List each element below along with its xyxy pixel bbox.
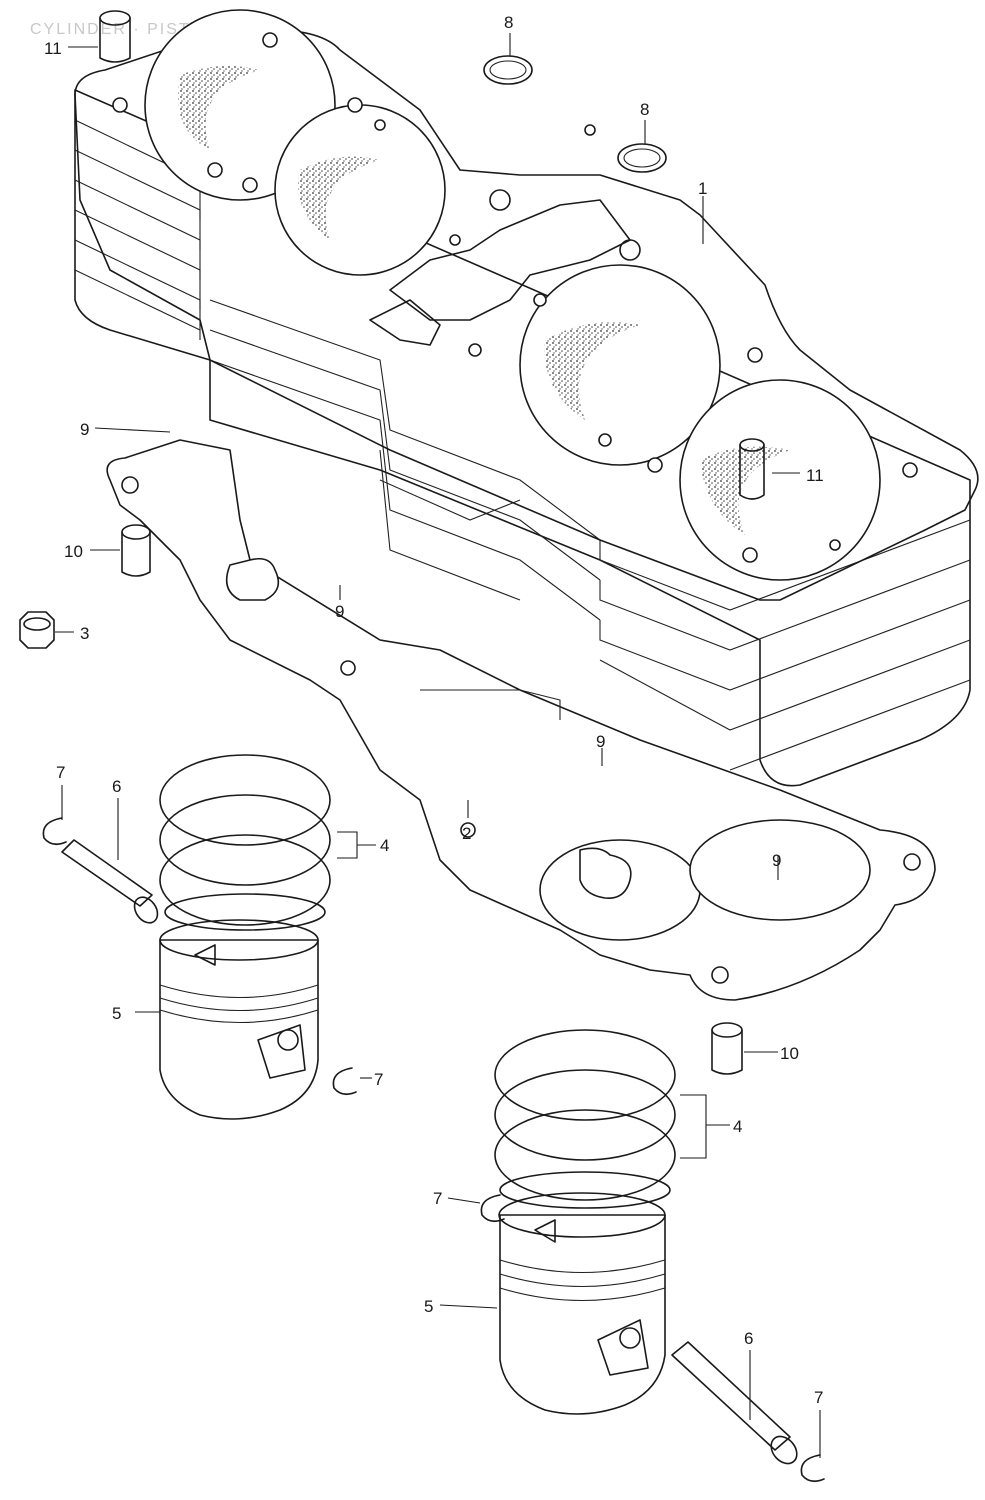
callout-10-left: 10 <box>64 542 83 561</box>
leader-lines <box>55 33 821 1458</box>
circlip-upper-left <box>42 817 67 846</box>
callout-6-b: 6 <box>744 1329 753 1348</box>
callout-5-b: 5 <box>424 1297 433 1316</box>
callout-9-left: 9 <box>80 420 89 439</box>
circlip-upper-right <box>332 1067 357 1096</box>
callout-7-d: 7 <box>814 1388 823 1407</box>
callout-4-a: 4 <box>380 836 389 855</box>
callout-9-center: 9 <box>596 732 605 751</box>
callout-1: 1 <box>698 179 707 198</box>
callout-3: 3 <box>80 624 89 643</box>
callout-10-right: 10 <box>780 1044 799 1063</box>
callouts: 11 8 8 1 9 11 10 3 9 9 2 9 7 6 4 5 7 10 … <box>44 13 824 1407</box>
piston-rings-upper <box>159 754 331 931</box>
cylinder-block <box>74 9 979 787</box>
callout-2: 2 <box>462 824 471 843</box>
wrist-pin-lower <box>671 1341 798 1465</box>
callout-7-a: 7 <box>56 763 65 782</box>
dowel-pin-top <box>99 10 131 63</box>
dowel-right <box>711 1022 743 1075</box>
piston-upper <box>159 919 319 1120</box>
callout-7-b: 7 <box>374 1070 383 1089</box>
callout-11-bore: 11 <box>806 466 824 485</box>
callout-9-right: 9 <box>772 851 781 870</box>
callout-8-lower: 8 <box>640 100 649 119</box>
piston-rings-lower <box>494 1029 676 1209</box>
callout-5-a: 5 <box>112 1004 121 1023</box>
cap-nut <box>19 611 55 649</box>
dowel-pin-bore <box>739 438 765 500</box>
base-gasket <box>106 439 936 1001</box>
callout-9-mid: 9 <box>335 602 344 621</box>
callout-11-top: 11 <box>44 39 62 58</box>
o-ring-lower <box>617 143 667 173</box>
o-ring-upper <box>483 55 533 85</box>
callout-7-c: 7 <box>433 1189 442 1208</box>
circlip-lower-left <box>480 1194 505 1223</box>
callout-8-upper: 8 <box>504 13 513 32</box>
piston-lower <box>498 1192 666 1415</box>
callout-4-b: 4 <box>733 1117 742 1136</box>
circlip-lower-right <box>800 1454 825 1483</box>
dowel-left <box>121 524 151 577</box>
wrist-pin-upper <box>61 839 159 924</box>
callout-6-a: 6 <box>112 777 121 796</box>
diagram-title: CYLINDER · PISTON <box>30 21 218 38</box>
